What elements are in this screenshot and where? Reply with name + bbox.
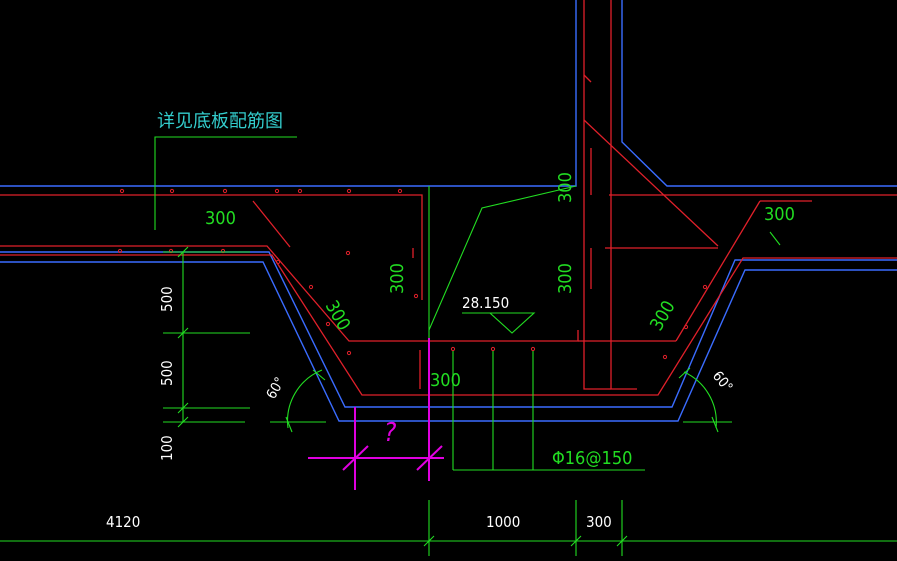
dim-300-wall-top: 300 [555,172,576,203]
angle-right-label: 60° [709,368,736,395]
rebar-pit-upper-left [0,245,579,342]
dim-300-top-left: 300 [205,208,236,229]
rebar-top-slab-bend [413,194,423,300]
elevation-triangle [488,312,536,334]
dim-300-top-right: 300 [764,204,795,225]
dimension-lines [0,136,897,556]
rebar-dot [168,248,174,254]
vdim-tick [177,416,189,428]
rebar-dot [490,346,496,352]
angle-tick [678,367,691,379]
rebar-dot [345,250,351,256]
outline-pit-outer [0,261,897,422]
dim-500-lower: 500 [158,360,176,386]
rebar-dot [662,354,668,360]
rebar-dot [220,248,226,254]
vdim-tick [177,402,189,414]
rebar-dot [274,188,280,194]
dim-300-pit-floor: 300 [430,370,461,391]
rebar-dots [117,188,708,360]
hdim-tick [616,535,628,547]
rebar-lines [0,0,897,396]
rebar-wall-diag [583,119,719,247]
rebar-dot [169,188,175,194]
rebar-dot [346,188,352,194]
elevation-label: 28.150 [462,294,509,312]
dim-500-upper: 500 [158,286,176,312]
angle-left-label: 60° [264,375,289,402]
rebar-dot [325,321,331,327]
dim-300-slope-right: 300 [646,297,680,334]
rebar-dot [297,188,303,194]
rebar-dot [275,259,281,265]
vdim-tick [177,327,189,339]
leader-right-300 [769,231,781,246]
angle-arc-right [683,371,717,429]
rebar-dot [222,188,228,194]
rebar-dot [397,188,403,194]
rebar-dot [413,293,419,299]
dim-300-wall-right: 300 [555,263,576,294]
rebar-dot [117,248,123,254]
dim-100: 100 [158,435,176,461]
note-label: 详见底板配筋图 [157,111,283,132]
rebar-dot [702,284,708,290]
rebar-dot [119,188,125,194]
rebar-pit-lower [0,254,897,396]
dim-300-bottom: 300 [586,513,612,531]
angle-arc-left [287,369,323,429]
vdim-tick [177,246,189,258]
hdim-tick [570,535,582,547]
outline-top-slab-left [0,0,577,187]
annotation-question-mark: ? [384,418,396,448]
angle-tick [312,369,326,381]
dim-1000: 1000 [486,513,520,531]
dim-300-slope-left: 300 [321,297,355,334]
rebar-top-diag-left [252,200,291,248]
rebar-wall-right [610,0,637,390]
rebar-dot [450,346,456,352]
slope-leader [428,185,577,331]
rebar-dot [346,350,352,356]
annotation-tick [416,445,443,471]
rebar-dot [308,284,314,290]
rebar-dot [683,324,689,330]
outline-wall-right [621,0,897,187]
angle-tick [285,416,293,433]
hdim-tick [423,535,435,547]
rebar-wall-hook-top [583,74,592,83]
note-leader [154,136,297,230]
dim-300-wall-left: 300 [387,263,408,294]
angle-tick [711,416,719,433]
rebar-slope-right-upper [675,200,761,342]
hand-annotation [308,338,444,490]
dim-4120: 4120 [106,513,140,531]
rebar-spec-label: Φ16@150 [552,448,632,469]
rebar-dot [530,346,536,352]
rebar-wall-left [583,0,611,390]
annotation-tick [342,445,369,471]
concrete-outline [0,0,897,422]
